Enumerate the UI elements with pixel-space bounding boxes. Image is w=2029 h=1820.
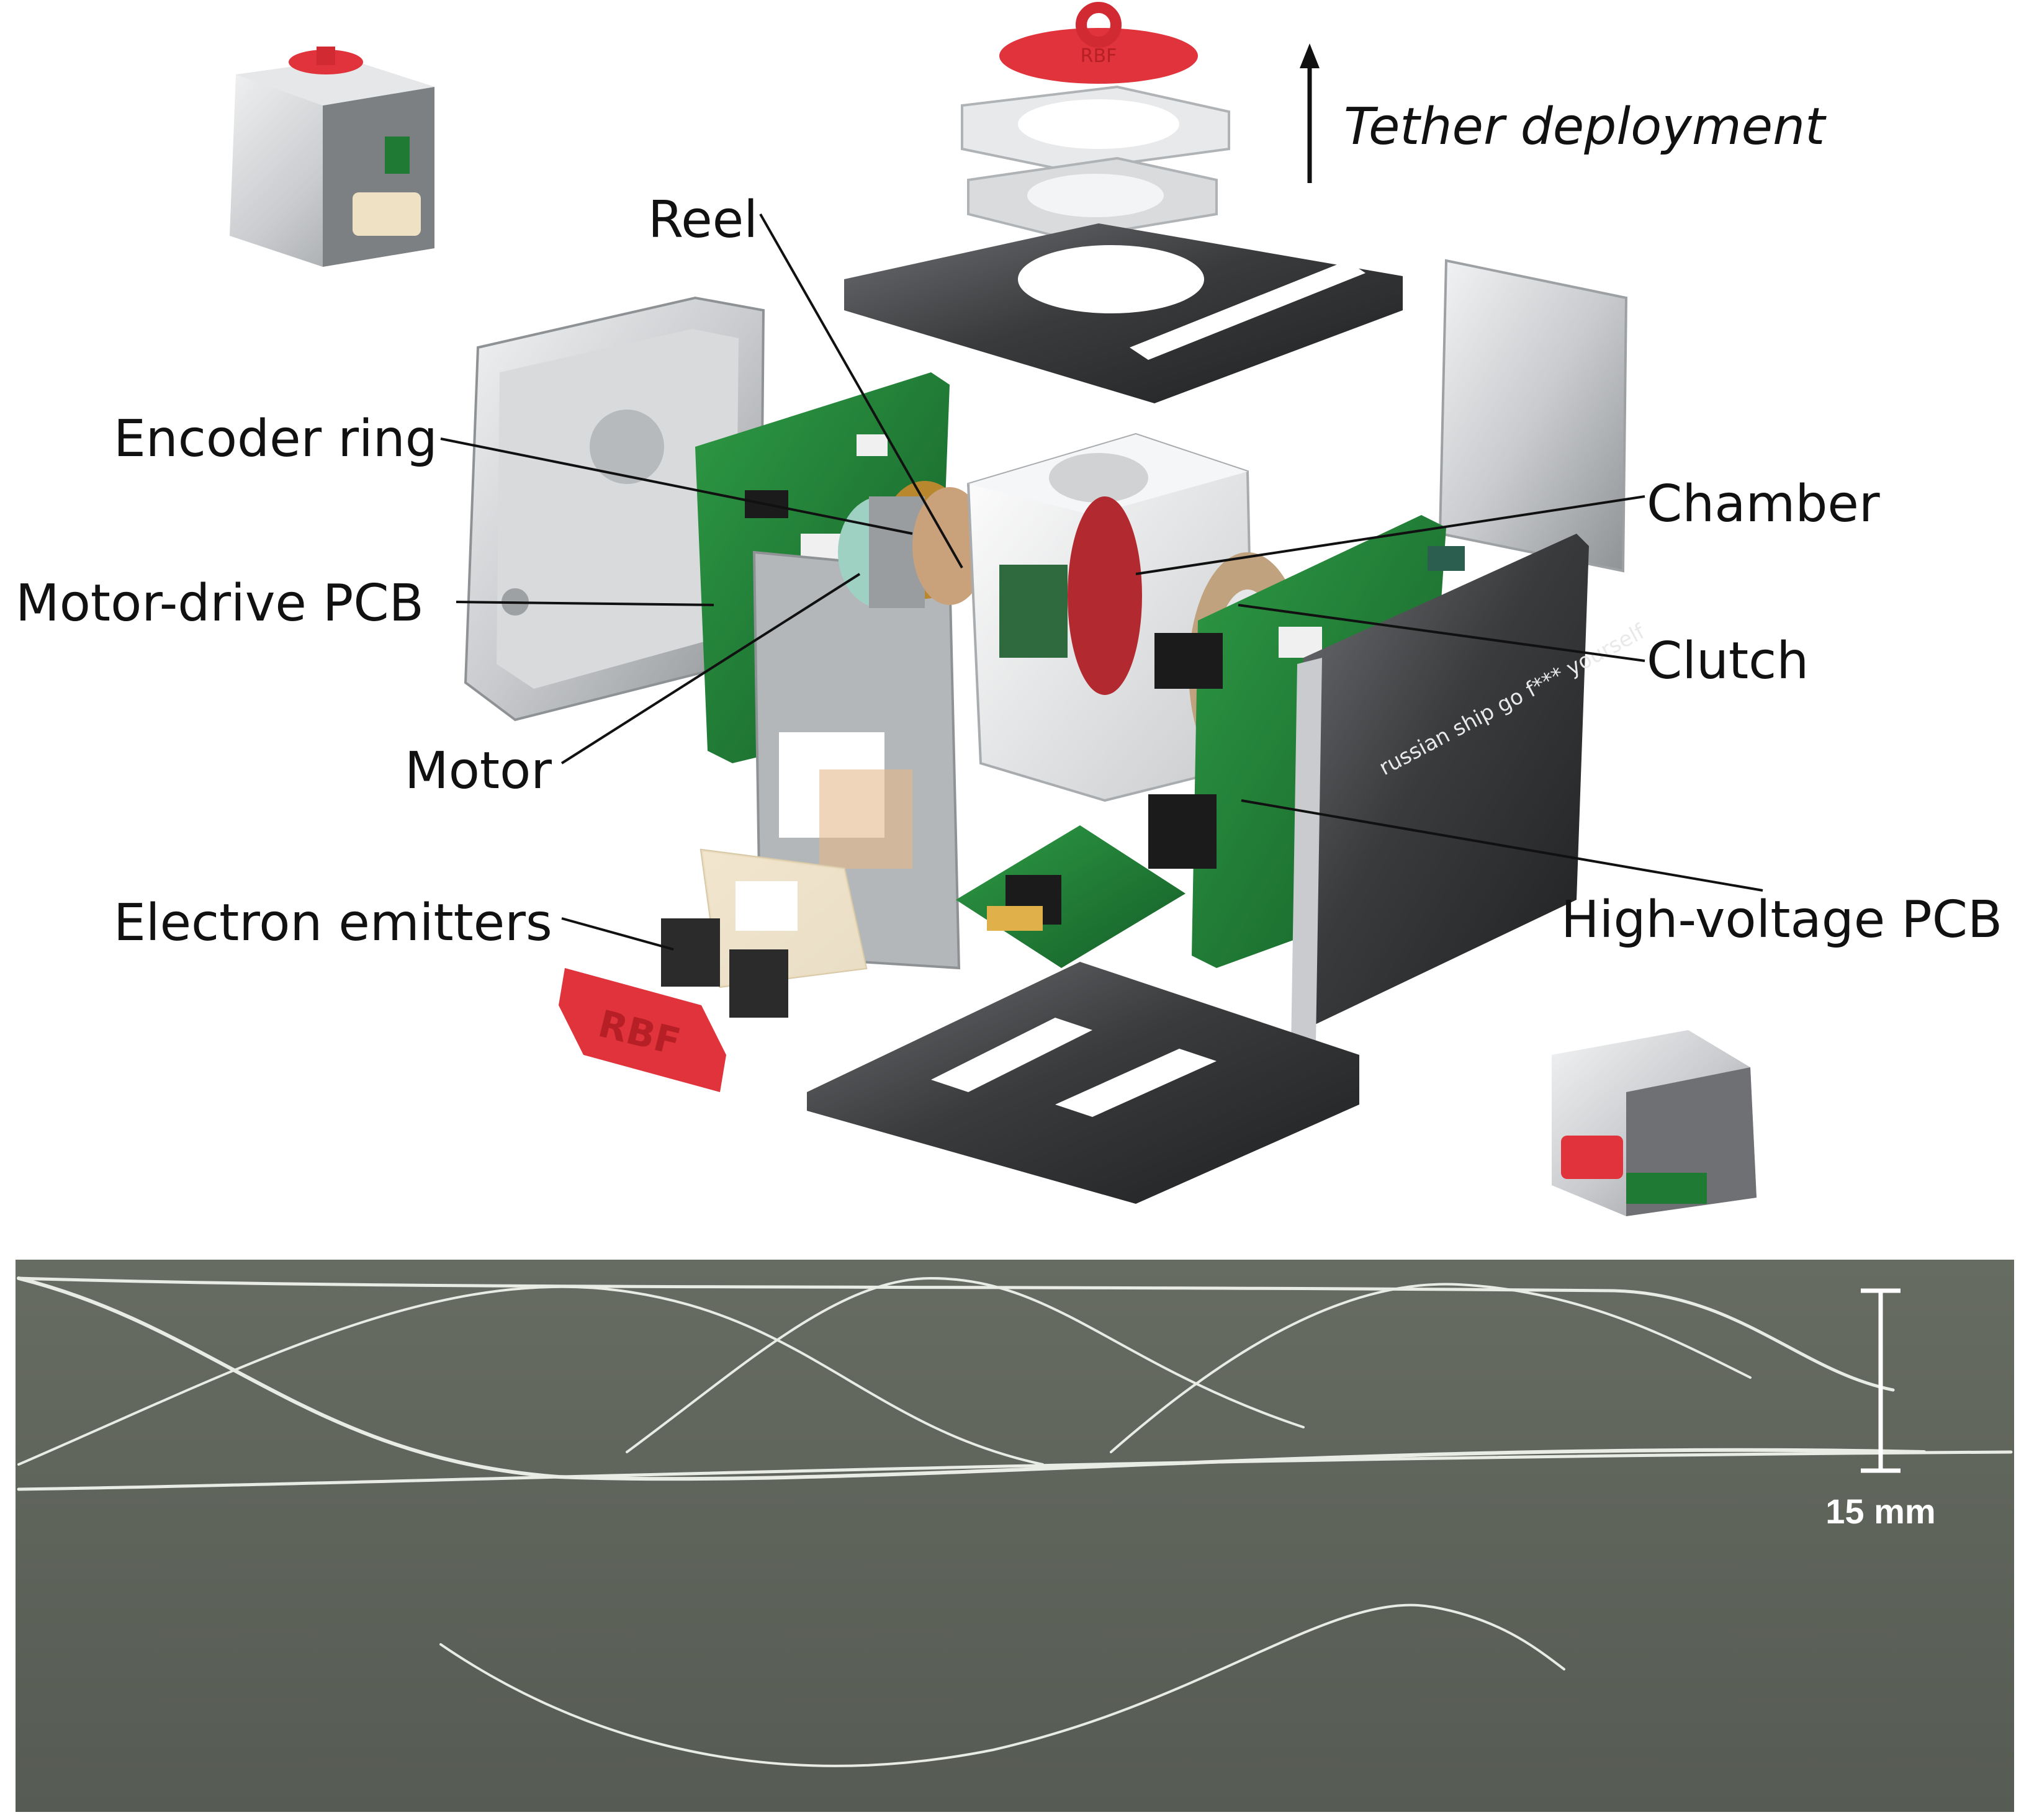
scale-bar-label: 15 mm: [1825, 1492, 1935, 1531]
motor-drive-pcb-label: Motor-drive PCB: [16, 574, 424, 633]
clutch-label: Clutch: [1647, 632, 1809, 691]
exploded-assembly: RBF: [230, 2, 1757, 1216]
tether-deployment-label: Tether deployment: [1344, 97, 1827, 156]
assembled-unit-thumbnail-bottom: [1552, 1030, 1757, 1216]
motor-drive-pcb-leader-line: [456, 601, 714, 606]
tether-fiber: [439, 1603, 1565, 1767]
high-voltage-pcb-leader-line: [1241, 799, 1763, 892]
tether-fiber: [626, 1276, 1305, 1453]
reel-label: Reel: [648, 191, 758, 249]
reel-leader-line: [759, 213, 963, 568]
encoder-ring-label: Encoder ring: [114, 410, 438, 468]
rbf-tag: RBF: [559, 968, 726, 1092]
clutch-leader-line: [1238, 604, 1645, 662]
tether-fiber: [17, 1285, 1044, 1466]
assembled-unit-thumbnail-top: [230, 47, 434, 267]
up-arrow-icon: [1300, 43, 1320, 68]
top-spacer-plates: [961, 85, 1230, 241]
callout-labels: Reel Encoder ring Motor-drive PCB Motor …: [16, 191, 2002, 953]
cap-logo-text: RBF: [1081, 45, 1117, 67]
scale-bar: 15 mm: [1825, 1288, 1936, 1531]
motor-leader-line: [560, 573, 861, 764]
encoder-ring-leader-line: [440, 437, 913, 535]
left-cover-plate: [464, 296, 765, 722]
motor-label: Motor: [405, 742, 552, 800]
electron-emitters-label: Electron emitters: [114, 894, 552, 953]
tether-fiber: [17, 1276, 1926, 1481]
tether-fiber: [1110, 1283, 1752, 1453]
top-deployment-cap: RBF: [999, 2, 1198, 84]
chamber-block: [966, 433, 1256, 802]
chamber-leader-line: [1135, 495, 1645, 575]
tether-fibers: [17, 1276, 2013, 1767]
tether-photo: 15 mm: [16, 1260, 2014, 1812]
right-back-panel: [1438, 259, 1628, 573]
photo-background: [16, 1260, 2014, 1812]
electron-emitters-leader-line: [561, 917, 674, 951]
chamber-label: Chamber: [1647, 475, 1880, 534]
tether-fiber: [17, 1450, 2013, 1491]
top-lid-plate: [844, 223, 1403, 403]
camera-pcb: [956, 825, 1185, 968]
tether-deployment-indicator: Tether deployment: [1300, 43, 1827, 183]
electron-emitter-assembly: [661, 848, 868, 1018]
bottom-plate: [807, 962, 1359, 1204]
tether-fiber: [17, 1276, 1895, 1392]
high-voltage-pcb-label: High-voltage PCB: [1561, 890, 2002, 949]
